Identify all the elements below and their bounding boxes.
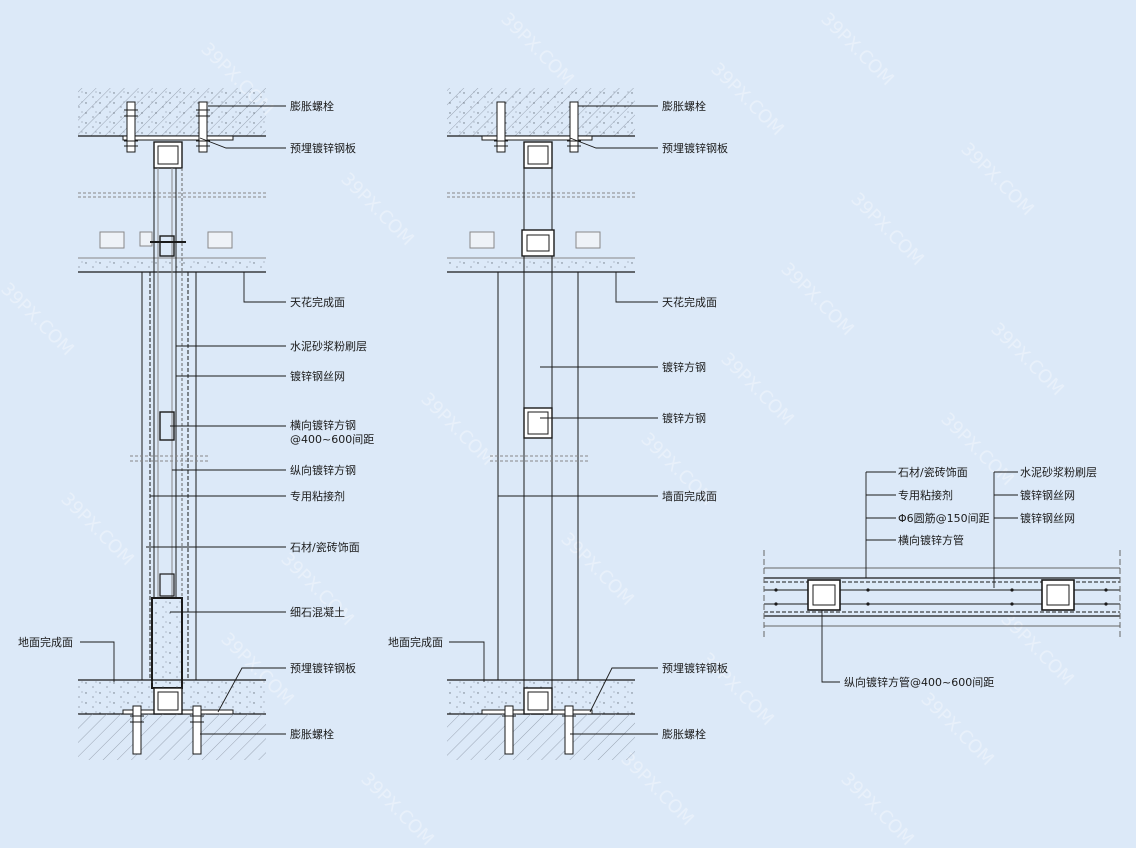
watermark: 39PX.COM <box>696 649 777 730</box>
watermark: 39PX.COM <box>416 389 497 470</box>
label-ceiling-finish-mid: 天花完成面 <box>662 295 717 309</box>
label-h-steel: 横向镀锌方钢 <box>290 418 356 432</box>
expansion-bolt-icon <box>502 705 516 755</box>
watermark: 39PX.COM <box>0 279 78 360</box>
label-ceiling-finish: 天花完成面 <box>290 295 345 309</box>
watermark: 39PX.COM <box>986 319 1067 400</box>
label-expansion-bolt-bottom-mid: 膨胀螺栓 <box>662 727 706 741</box>
expansion-bolt-icon <box>124 101 138 153</box>
watermark: 39PX.COM <box>556 529 637 610</box>
label-galv-square-steel-2: 镀锌方钢 <box>662 411 706 425</box>
watermark: 39PX.COM <box>776 259 857 340</box>
label-h-steel-spacing: @400~600间距 <box>290 433 374 446</box>
watermark: 39PX.COM <box>706 59 787 140</box>
label-embedded-plate-bottom-mid: 预埋镀锌钢板 <box>662 661 728 675</box>
label-fine-concrete: 细石混凝土 <box>290 605 345 619</box>
expansion-bolt-icon <box>130 705 144 755</box>
label-wall-finish: 墙面完成面 <box>662 489 717 503</box>
label-embedded-plate-top-mid: 预埋镀锌钢板 <box>662 141 728 155</box>
expansion-bolt-icon <box>562 705 576 755</box>
label-expansion-bolt-bottom: 膨胀螺栓 <box>290 727 334 741</box>
watermark: 39PX.COM <box>496 9 577 90</box>
watermark: 39PX.COM <box>716 349 797 430</box>
label-floor-finish-left: 地面完成面 <box>18 635 73 649</box>
label-cement-mortar-plan: 水泥砂浆粉刷层 <box>1020 465 1097 479</box>
label-cement-mortar: 水泥砂浆粉刷层 <box>290 339 367 353</box>
label-adhesive-plan: 专用粘接剂 <box>898 488 953 502</box>
left-labels: 膨胀螺栓 预埋镀锌钢板 天花完成面 水泥砂浆粉刷层 镀锌钢丝网 横向镀锌方钢 @… <box>18 99 374 741</box>
left-leaders <box>80 105 286 735</box>
label-v-steel: 纵向镀锌方钢 <box>290 463 356 477</box>
label-galv-mesh-plan-2: 镀锌钢丝网 <box>1020 511 1075 525</box>
right-plan-drawing <box>763 550 1121 640</box>
watermark: 39PX.COM <box>846 189 927 270</box>
label-expansion-bolt-top-mid: 膨胀螺栓 <box>662 99 706 113</box>
label-adhesive: 专用粘接剂 <box>290 489 345 503</box>
right-leaders <box>821 471 1018 683</box>
label-stone-tile: 石材/瓷砖饰面 <box>290 540 360 554</box>
expansion-bolt-icon <box>494 101 508 153</box>
label-galv-mesh: 镀锌钢丝网 <box>290 369 345 383</box>
watermark: 39PX.COM <box>916 689 997 770</box>
label-floor-finish-mid: 地面完成面 <box>388 635 443 649</box>
label-h-tube: 横向镀锌方管 <box>898 533 964 547</box>
middle-leaders <box>449 105 658 735</box>
label-v-tube: 纵向镀锌方管@400~600间距 <box>844 675 994 689</box>
watermark: 39PX.COM <box>356 769 437 848</box>
middle-section-drawing <box>447 88 635 760</box>
watermark: 39PX.COM <box>836 769 917 848</box>
label-expansion-bolt-top: 膨胀螺栓 <box>290 99 334 113</box>
label-embedded-plate-bottom: 预埋镀锌钢板 <box>290 661 356 675</box>
label-rebar: Φ6圆筋@150间距 <box>898 511 990 525</box>
watermark: 39PX.COM <box>616 749 697 830</box>
watermark: 39PX.COM <box>956 139 1037 220</box>
label-stone-tile-plan: 石材/瓷砖饰面 <box>898 465 968 479</box>
expansion-bolt-icon <box>190 705 204 755</box>
label-galv-square-steel-1: 镀锌方钢 <box>662 360 706 374</box>
left-section-drawing <box>78 88 266 760</box>
label-embedded-plate-top: 预埋镀锌钢板 <box>290 141 356 155</box>
watermark: 39PX.COM <box>996 609 1077 690</box>
label-galv-mesh-plan-1: 镀锌钢丝网 <box>1020 488 1075 502</box>
watermark: 39PX.COM <box>816 9 897 90</box>
watermark: 39PX.COM <box>56 489 137 570</box>
middle-labels: 膨胀螺栓 预埋镀锌钢板 天花完成面 镀锌方钢 镀锌方钢 墙面完成面 地面完成面 … <box>388 99 728 741</box>
watermark: 39PX.COM <box>336 169 417 250</box>
right-labels: 石材/瓷砖饰面 专用粘接剂 Φ6圆筋@150间距 横向镀锌方管 水泥砂浆粉刷层 … <box>844 465 1097 689</box>
